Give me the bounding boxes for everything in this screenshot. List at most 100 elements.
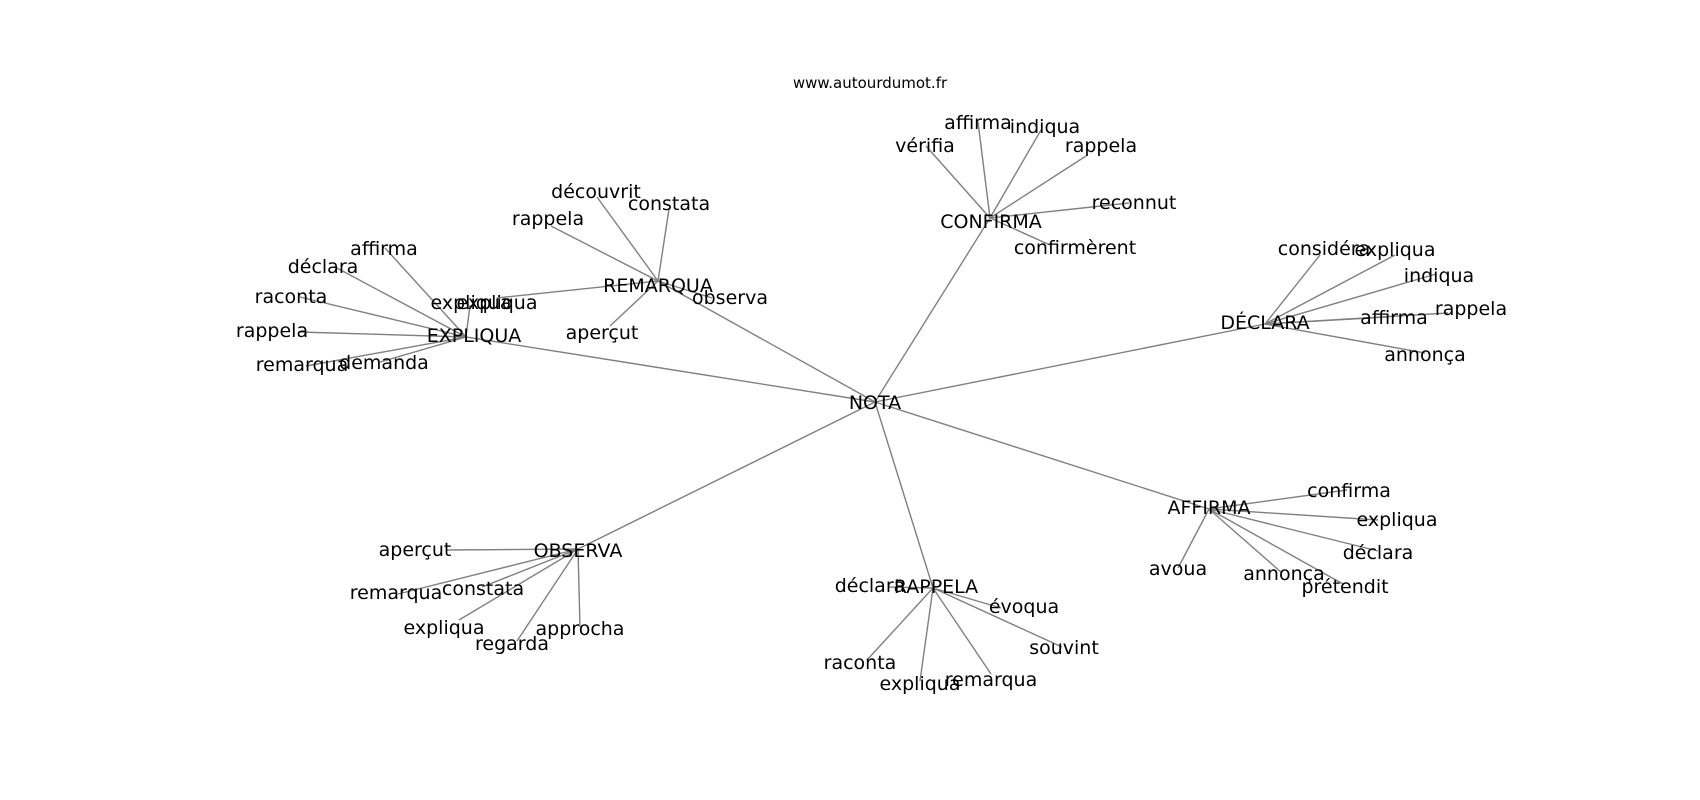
leaf-rappela-evoqua[interactable]: évoqua <box>989 596 1059 618</box>
edge-declara-affirma <box>1264 316 1388 325</box>
leaf-expliqua-remarqua[interactable]: remarqua <box>256 354 348 376</box>
edge-expliqua-raconta <box>299 296 467 338</box>
leaf-expliqua-raconta[interactable]: raconta <box>255 286 328 308</box>
leaf-rappela-expliqua[interactable]: expliqua <box>880 673 961 695</box>
edge-affirma-pretendit <box>1208 508 1344 585</box>
leaf-remarqua-rappela[interactable]: rappela <box>512 208 584 230</box>
leaf-expliqua-declara[interactable]: déclara <box>288 256 359 278</box>
edge-observa-remarqua <box>397 548 579 595</box>
edge-center-rappela <box>874 401 934 589</box>
leaf-expliqua-demanda[interactable]: demanda <box>339 352 429 374</box>
leaf-remarqua-apercut[interactable]: aperçut <box>566 322 639 344</box>
edge-rappela-expliqua <box>919 587 934 682</box>
leaf-rappela-declara[interactable]: déclara <box>835 575 906 597</box>
edge-rappela-raconta <box>866 587 934 661</box>
leaf-confirma-reconnut[interactable]: reconnut <box>1092 192 1177 214</box>
edge-observa-approcha <box>577 548 581 628</box>
hub-rappela[interactable]: RAPPELA <box>894 576 978 598</box>
leaf-observa-apercut[interactable]: aperçut <box>379 539 452 561</box>
leaf-expliqua-affirma[interactable]: affirma <box>350 238 418 260</box>
edge-observa-regarda <box>516 548 579 642</box>
edge-expliqua-affirma <box>384 247 467 338</box>
leaf-expliqua-rappela[interactable]: rappela <box>236 320 308 342</box>
hub-remarqua[interactable]: REMARQUA <box>603 275 713 297</box>
leaf-declara-considera[interactable]: considéra <box>1278 238 1371 260</box>
edge-center-remarqua <box>657 280 876 403</box>
edge-center-observa <box>577 401 876 550</box>
edge-rappela-souvint <box>932 587 1063 648</box>
leaf-remarqua-decouvrit[interactable]: découvrit <box>551 181 641 203</box>
leaf-confirma-confirmerent[interactable]: confirmèrent <box>1014 237 1136 259</box>
leaf-rappela-souvint[interactable]: souvint <box>1029 637 1099 659</box>
leaf-rappela-remarqua[interactable]: remarqua <box>945 669 1037 691</box>
hub-affirma[interactable]: AFFIRMA <box>1167 497 1250 519</box>
edge-remarqua-observa <box>657 280 713 299</box>
edge-remarqua-constata <box>657 208 670 282</box>
center-node[interactable]: NOTA <box>849 392 901 414</box>
edge-remarqua-decouvrit <box>596 196 659 282</box>
leaf-declara-affirma[interactable]: affirma <box>1360 307 1428 329</box>
leaf-expliqua-expliqua[interactable]: expliqua <box>431 292 512 314</box>
edge-expliqua-remarqua <box>305 336 467 367</box>
edge-affirma-avoua <box>1177 508 1210 569</box>
leaf-affirma-declara[interactable]: déclara <box>1343 542 1414 564</box>
edge-rappela-remarqua <box>932 587 992 675</box>
leaf-observa-constata[interactable]: constata <box>442 578 524 600</box>
leaf-rappela-raconta[interactable]: raconta <box>824 652 897 674</box>
leaf-observa-expliqua[interactable]: expliqua <box>404 617 485 639</box>
leaf-confirma-affirma[interactable]: affirma <box>944 112 1012 134</box>
edge-rappela-evoqua <box>932 587 1002 609</box>
leaf-remarqua-expliqua[interactable]: expliqua <box>457 292 538 314</box>
edge-remarqua-expliqua <box>496 280 659 299</box>
edge-observa-expliqua <box>458 548 579 621</box>
edge-confirma-confirmerent <box>989 217 1051 246</box>
leaf-observa-approcha[interactable]: approcha <box>536 618 625 640</box>
hub-confirma[interactable]: CONFIRMA <box>940 211 1042 233</box>
edge-remarqua-rappela <box>550 225 659 282</box>
edge-center-confirma <box>874 217 991 403</box>
edge-observa-constata <box>481 548 579 588</box>
edge-rappela-declara <box>887 586 934 589</box>
leaf-observa-remarqua[interactable]: remarqua <box>350 582 442 604</box>
leaf-declara-rappela[interactable]: rappela <box>1435 298 1507 320</box>
edge-expliqua-demanda <box>379 336 467 363</box>
edge-expliqua-expliqua <box>465 304 471 338</box>
edge-affirma-confirma <box>1208 489 1348 510</box>
edge-confirma-verifia <box>925 145 991 219</box>
edge-expliqua-rappela <box>298 331 467 338</box>
leaf-affirma-annonca[interactable]: annonça <box>1243 563 1324 585</box>
leaf-affirma-pretendit[interactable]: prétendit <box>1301 576 1388 598</box>
leaf-remarqua-observa[interactable]: observa <box>692 287 768 309</box>
edge-observa-apercut <box>445 548 579 551</box>
leaf-confirma-verifia[interactable]: vérifia <box>895 135 955 157</box>
leaf-declara-annonca[interactable]: annonça <box>1384 344 1465 366</box>
leaf-declara-indiqua[interactable]: indiqua <box>1404 265 1474 287</box>
edge-declara-indiqua <box>1264 273 1437 325</box>
hub-expliqua[interactable]: EXPLIQUA <box>427 325 522 347</box>
source-credit[interactable]: www.autourdumot.fr <box>793 74 948 92</box>
leaf-affirma-avoua[interactable]: avoua <box>1149 558 1207 580</box>
leaf-remarqua-constata[interactable]: constata <box>628 193 710 215</box>
edge-declara-expliqua <box>1264 254 1396 325</box>
edge-center-affirma <box>874 401 1210 510</box>
hub-observa[interactable]: OBSERVA <box>534 540 623 562</box>
edge-center-expliqua <box>465 336 876 403</box>
leaf-affirma-expliqua[interactable]: expliqua <box>1357 509 1438 531</box>
graph-edges <box>298 121 1449 682</box>
leaf-confirma-indiqua[interactable]: indiqua <box>1010 116 1080 138</box>
hub-declara[interactable]: DÉCLARA <box>1220 311 1309 334</box>
edge-declara-annonca <box>1264 323 1426 354</box>
edge-confirma-indiqua <box>989 129 1042 219</box>
leaf-observa-regarda[interactable]: regarda <box>475 633 549 655</box>
graph-labels: www.autourdumot.fr affirmadéclararaconta… <box>236 74 1507 695</box>
edge-affirma-annonca <box>1208 508 1283 574</box>
edge-confirma-affirma <box>977 121 991 219</box>
leaf-confirma-rappela[interactable]: rappela <box>1065 135 1137 157</box>
leaf-affirma-confirma[interactable]: confirma <box>1307 480 1391 502</box>
edge-confirma-reconnut <box>989 202 1130 219</box>
leaf-declara-expliqua[interactable]: expliqua <box>1355 239 1436 261</box>
edge-expliqua-declara <box>334 266 467 338</box>
edge-affirma-expliqua <box>1208 508 1379 521</box>
edge-declara-considera <box>1264 254 1321 325</box>
